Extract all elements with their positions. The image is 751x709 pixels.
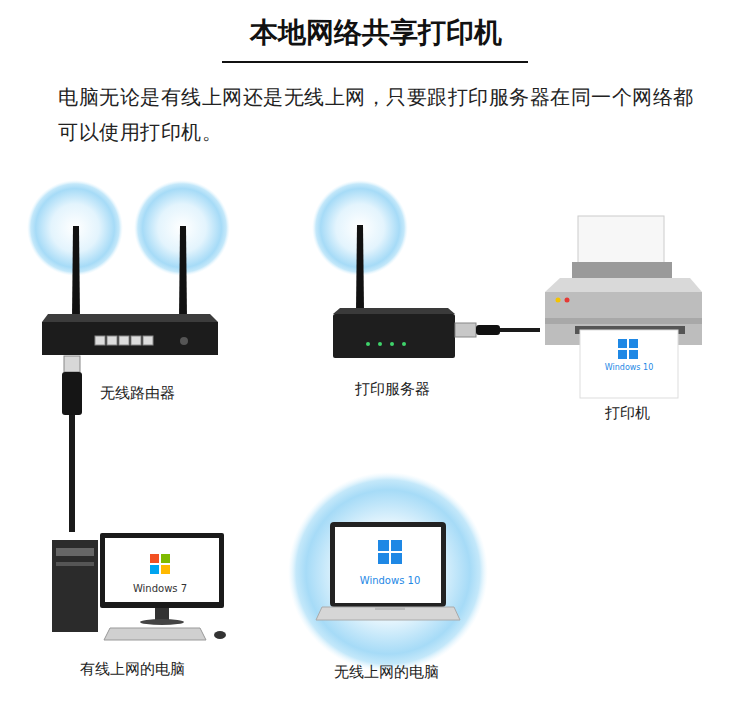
router-icon-part <box>180 337 188 345</box>
desktop-icon-part <box>161 554 170 563</box>
desktop-icon-part <box>56 562 94 566</box>
desktop-icon-part <box>150 565 159 574</box>
printer-icon-part <box>618 350 627 359</box>
printer-icon-part <box>580 330 678 398</box>
desktop-icon-part <box>150 554 159 563</box>
title: 本地网络共享打印机 <box>0 14 751 52</box>
ethernet-plug-part <box>64 356 80 372</box>
router-icon-part <box>119 336 129 345</box>
screen-label: Windows 10 <box>605 364 653 373</box>
printer-node: 打印机 <box>540 215 705 400</box>
usb-plug <box>455 323 500 337</box>
laptop-icon-part <box>335 527 441 603</box>
desktop-icon-part <box>104 628 206 640</box>
print-server-icon-part <box>366 342 370 346</box>
printer-icon-part <box>545 278 702 292</box>
laptop-icon-part <box>330 522 446 607</box>
print-server-node: 打印服务器 <box>333 306 455 360</box>
printer-icon-part <box>629 339 638 348</box>
printer-icon-part <box>572 262 672 280</box>
print-server-icon <box>333 225 455 358</box>
laptop-icon <box>316 522 460 620</box>
desktop-icon-part <box>214 631 226 639</box>
laptop-node: 无线上网的电脑 <box>316 521 460 622</box>
print-server-icon-part <box>390 342 394 346</box>
desktop-icon-part <box>155 608 169 620</box>
desktop-icon-part <box>56 548 94 556</box>
desktop-icon-part <box>105 538 219 602</box>
laptop-icon-part <box>378 553 389 564</box>
router-node: 无线路由器 <box>40 312 220 358</box>
laptop-icon-part <box>391 553 402 564</box>
router-icon-part <box>95 336 105 345</box>
router-icon-part <box>143 336 153 345</box>
screen-label: Windows 10 <box>360 575 421 586</box>
router-icon <box>42 226 218 355</box>
usb-plug-part <box>476 325 500 335</box>
printer-icon-part <box>565 298 570 303</box>
printer-icon-part <box>545 318 702 324</box>
printer-icon-part <box>556 298 561 303</box>
router-icon-part <box>42 322 218 355</box>
ethernet-plug-part <box>62 372 82 415</box>
laptop-icon-part <box>316 607 460 620</box>
laptop-icon-part <box>375 607 405 610</box>
caption: 电脑无论是有线上网还是无线上网，只要跟打印服务器在同一个网络都可以使用打印机。 <box>58 80 703 150</box>
router-icon-part <box>42 314 218 322</box>
print-server-icon-part <box>333 308 455 314</box>
wifi-glow <box>27 180 488 672</box>
device-label: 无线路由器 <box>100 384 175 402</box>
router-icon-part <box>179 226 187 318</box>
wifi-glow-part <box>288 472 488 672</box>
title-underline <box>222 62 528 63</box>
device-label: 打印机 <box>605 404 650 422</box>
print-server-icon-part <box>378 342 382 346</box>
printer-icon-part <box>618 339 627 348</box>
router-icon-part <box>131 336 141 345</box>
desktop-icon <box>52 533 226 640</box>
desktop-icon-part <box>161 565 170 574</box>
print-server-icon-part <box>356 225 364 310</box>
usb-plug-part <box>455 323 476 337</box>
router-icon-part <box>107 336 117 345</box>
laptop-icon-part <box>378 540 389 551</box>
device-label: 无线上网的电脑 <box>334 663 439 681</box>
desktop-icon-part <box>140 619 184 625</box>
printer-icon-part <box>629 350 638 359</box>
ethernet-plug <box>62 356 82 415</box>
desktop-icon-part <box>52 540 98 632</box>
print-server-icon-part <box>333 314 455 358</box>
laptop-icon-part <box>391 540 402 551</box>
desktop-icon-part <box>100 533 224 608</box>
screen-label: Windows 7 <box>133 583 187 594</box>
print-server-icon-part <box>402 342 406 346</box>
title-underline-part <box>222 61 528 63</box>
router-icon-part <box>72 226 80 318</box>
printer-icon <box>545 216 702 398</box>
device-label: 打印服务器 <box>355 380 430 398</box>
device-label: 有线上网的电脑 <box>80 660 185 678</box>
